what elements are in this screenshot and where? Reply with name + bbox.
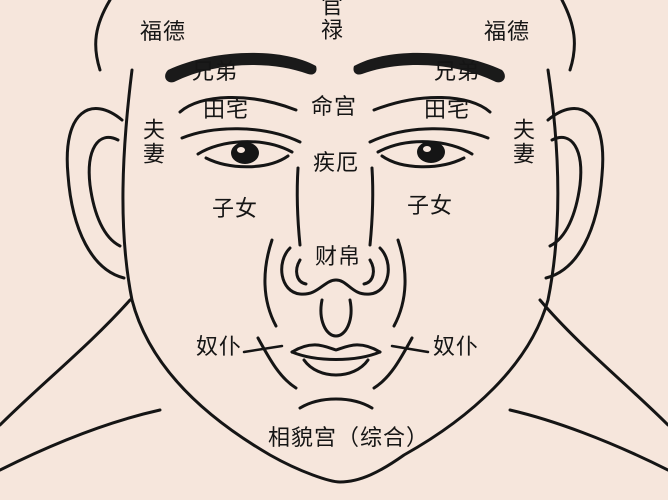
label-xiongdi-right: 兄弟 xyxy=(434,60,481,85)
brow-arc-right xyxy=(372,96,492,114)
label-jie: 疾厄 xyxy=(313,151,360,176)
nose-bridge-right xyxy=(368,166,375,247)
label-zinv-left: 子女 xyxy=(212,197,259,222)
eye-left-fold xyxy=(180,127,302,144)
ear-right xyxy=(544,107,605,280)
hair-outline-left xyxy=(94,0,112,72)
label-nupu-left: 奴仆 xyxy=(196,335,243,360)
mouth-lower xyxy=(302,358,370,377)
tick-nupu-left xyxy=(242,344,284,354)
label-fude-right: 福德 xyxy=(484,20,531,45)
label-xiangmao: 相貌宫（综合） xyxy=(268,426,430,451)
nasolabial-left xyxy=(263,238,278,328)
shoulder-left xyxy=(0,298,132,427)
mouth-upper xyxy=(290,343,382,354)
brow-arc-left xyxy=(178,96,298,114)
philtrum xyxy=(319,298,353,338)
hair-outline-right xyxy=(560,0,576,72)
shoulder-right xyxy=(538,298,668,427)
jowl-right xyxy=(372,336,414,390)
nostril-left xyxy=(295,258,308,286)
label-minggong: 命宫 xyxy=(311,95,358,120)
eye-right-fold xyxy=(368,127,490,144)
mouth-line xyxy=(290,350,382,361)
label-nupu-right: 奴仆 xyxy=(433,335,480,360)
neck-right xyxy=(508,408,668,472)
label-guanlu: 官禄 xyxy=(317,0,342,42)
eyebrow-right xyxy=(353,52,505,83)
ear-right-inner xyxy=(548,136,583,248)
label-fuqi-right: 夫妻 xyxy=(509,118,534,166)
eye-left-upper xyxy=(196,140,294,156)
face-contour xyxy=(121,68,560,484)
label-tianzhai-left: 田宅 xyxy=(203,98,250,123)
nose-tip xyxy=(280,246,390,296)
label-xiongdi-left: 兄弟 xyxy=(192,60,239,85)
eye-right-lower xyxy=(380,154,466,169)
pupil-right-highlight xyxy=(423,146,431,152)
chin-line xyxy=(298,397,374,410)
label-zinv-right: 子女 xyxy=(407,194,454,219)
label-fuqi-left: 夫妻 xyxy=(139,118,164,166)
nose-bridge-left xyxy=(295,166,302,247)
jowl-left xyxy=(256,336,298,390)
nasolabial-right xyxy=(392,238,407,328)
tick-nupu-right xyxy=(390,344,430,354)
pupil-right xyxy=(417,141,445,163)
ear-left-inner xyxy=(87,136,122,248)
pupil-left-highlight xyxy=(237,147,245,153)
ear-left xyxy=(65,107,126,280)
eyebrow-left xyxy=(165,52,317,83)
pupil-left xyxy=(231,142,259,164)
label-caibo: 财帛 xyxy=(315,245,362,270)
nostril-right xyxy=(362,258,375,286)
neck-left xyxy=(0,408,162,472)
eye-left-lower xyxy=(204,154,290,169)
label-fude-left: 福德 xyxy=(140,20,187,45)
label-tianzhai-right: 田宅 xyxy=(424,98,471,123)
